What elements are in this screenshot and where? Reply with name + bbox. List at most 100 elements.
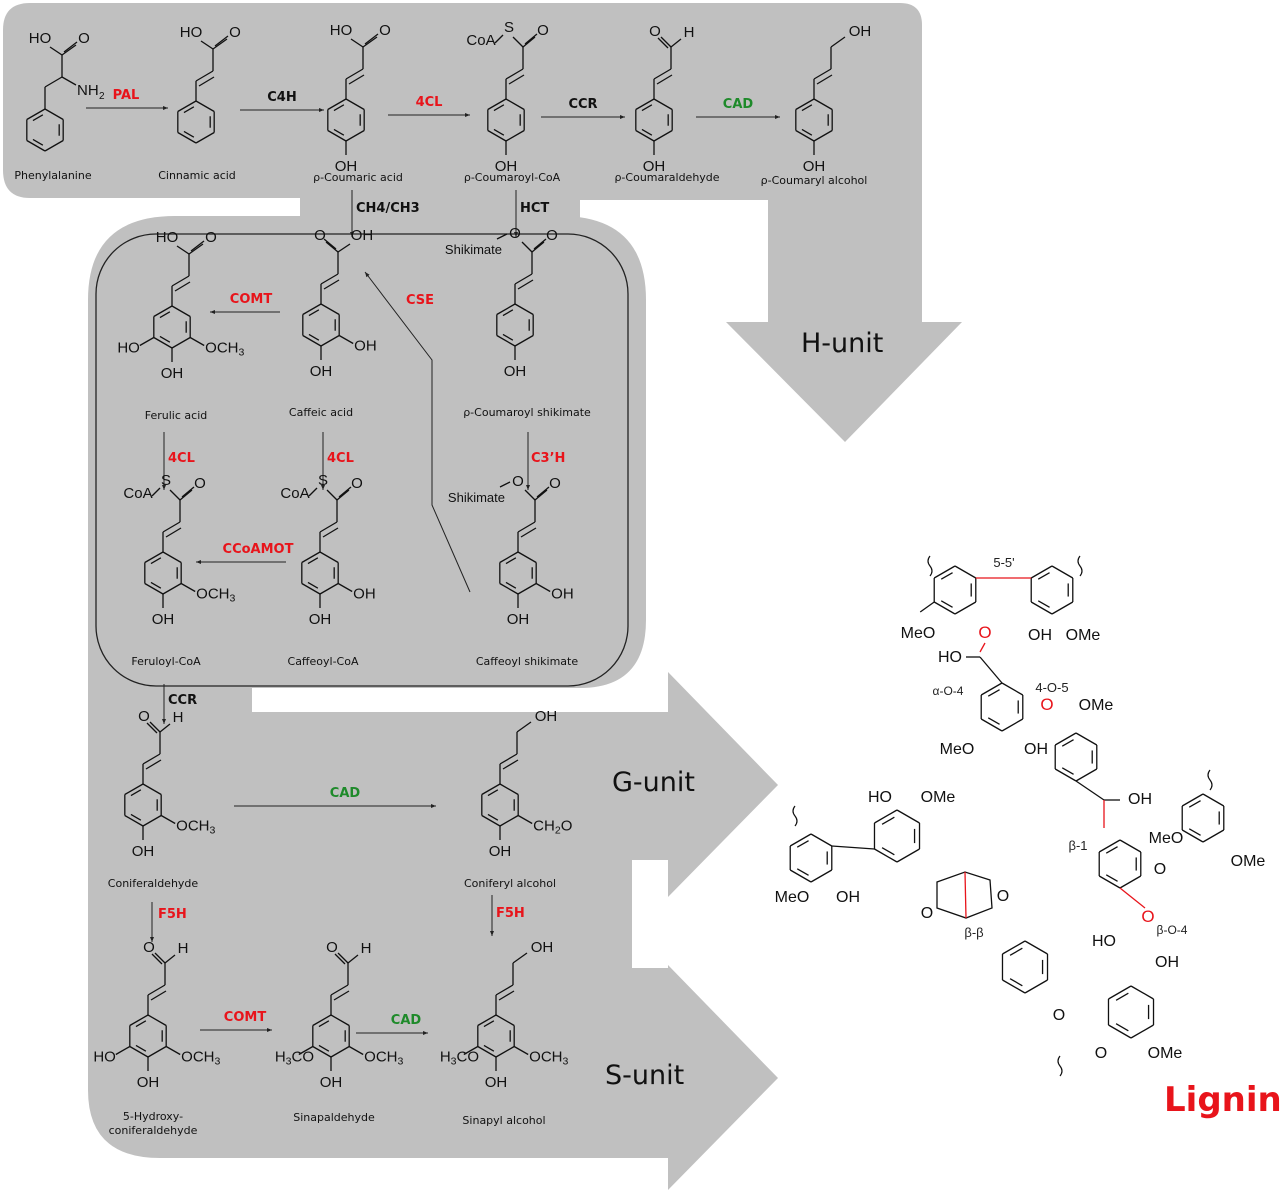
hydroxyl-label: OH bbox=[132, 843, 155, 860]
bond bbox=[135, 1020, 147, 1028]
bond bbox=[796, 868, 809, 876]
hydrogen-label: H bbox=[178, 940, 189, 957]
hydroxyl-label: HO bbox=[117, 340, 140, 357]
label-p-coumaraldehyde: ρ-Coumaraldehyde bbox=[614, 171, 720, 184]
bond bbox=[129, 1014, 149, 1027]
bond bbox=[813, 129, 833, 142]
bond bbox=[198, 76, 215, 87]
bond bbox=[524, 33, 538, 45]
hydroxyl-label: OH bbox=[803, 158, 826, 175]
oxygen-label: O bbox=[537, 22, 549, 39]
bond bbox=[495, 1014, 515, 1027]
bond bbox=[298, 1045, 314, 1056]
bond bbox=[147, 1045, 167, 1058]
hydroxyl-label: OH bbox=[504, 363, 527, 380]
benzene-ring bbox=[177, 100, 215, 144]
bond bbox=[115, 1045, 131, 1056]
sulfur-label: S bbox=[161, 472, 171, 489]
hydroxyl-label: OH bbox=[310, 363, 333, 380]
label-sinapyl-alcohol: Sinapyl alcohol bbox=[462, 1114, 546, 1127]
hydroxyl-label: OH bbox=[495, 158, 518, 175]
coa-label: CoA bbox=[280, 485, 309, 502]
oxygen-label: O bbox=[205, 229, 217, 246]
bond bbox=[514, 334, 534, 347]
bond-alpha-o-4 bbox=[979, 642, 986, 653]
label-coniferaldehyde: Coniferaldehyde bbox=[107, 877, 199, 890]
bond bbox=[801, 128, 813, 136]
h-unit-label: H-unit bbox=[801, 328, 884, 359]
ring-oxygen: O bbox=[921, 905, 933, 922]
bond bbox=[1051, 601, 1074, 615]
bond bbox=[933, 565, 956, 579]
label-caffeoyl-shikimate: Caffeoyl shikimate bbox=[475, 655, 579, 668]
enzyme-comt-ald: COMT bbox=[223, 1010, 267, 1025]
hydroxyl-label: HO bbox=[29, 30, 52, 47]
enzyme-hct: HCT bbox=[520, 201, 550, 216]
bond bbox=[1061, 767, 1074, 775]
bond bbox=[144, 551, 164, 564]
oxygen-label: O bbox=[326, 939, 338, 956]
bond bbox=[307, 581, 319, 589]
bond bbox=[61, 44, 77, 56]
bond bbox=[320, 303, 340, 316]
bond bbox=[327, 129, 347, 142]
bond bbox=[333, 128, 345, 136]
g-unit-label: G-unit bbox=[612, 767, 695, 798]
bond bbox=[195, 131, 215, 144]
bond bbox=[813, 98, 833, 111]
hydroxyl-label: OH bbox=[152, 611, 175, 628]
benzene-ring bbox=[477, 1014, 515, 1058]
ether-oxygen: O bbox=[1040, 695, 1053, 714]
bond bbox=[61, 76, 77, 86]
oxygen-label: O bbox=[78, 30, 90, 47]
bond bbox=[1075, 768, 1098, 782]
bond bbox=[49, 46, 63, 56]
bond bbox=[1009, 978, 1023, 987]
bond bbox=[535, 582, 551, 593]
benzene-ring bbox=[302, 303, 340, 347]
bond bbox=[801, 104, 813, 112]
methoxy-label: MeO bbox=[901, 625, 936, 642]
bond bbox=[26, 108, 46, 121]
bond bbox=[1024, 979, 1048, 994]
bond bbox=[517, 814, 533, 825]
side-chain bbox=[345, 47, 365, 99]
bond bbox=[319, 551, 339, 564]
bond bbox=[487, 813, 499, 821]
bond bbox=[795, 129, 815, 142]
enzyme-cse: CSE bbox=[405, 293, 435, 308]
hydroxyl-label: OH bbox=[531, 939, 554, 956]
bond bbox=[495, 984, 514, 996]
side-chain bbox=[514, 252, 534, 304]
bond bbox=[333, 990, 350, 1001]
hydroxyl-label: HO bbox=[868, 789, 892, 806]
bond bbox=[179, 489, 193, 501]
bond bbox=[512, 36, 524, 48]
hydroxyl-label: OH bbox=[849, 23, 872, 40]
bond bbox=[330, 984, 349, 996]
bond bbox=[302, 303, 322, 316]
label-p-coumaroyl-coa: ρ-Coumaroyl-CoA bbox=[463, 171, 561, 184]
bond bbox=[337, 952, 349, 964]
bond bbox=[496, 303, 516, 316]
enzyme-ccr-mid: CCR bbox=[168, 693, 198, 708]
bond bbox=[164, 954, 176, 964]
bond bbox=[320, 334, 340, 347]
bond bbox=[1202, 793, 1225, 807]
benzene-ring bbox=[312, 1014, 350, 1058]
enzyme-4cl-ferulic: 4CL bbox=[168, 451, 195, 466]
bond bbox=[496, 233, 508, 240]
bond bbox=[656, 74, 673, 85]
bond bbox=[516, 721, 532, 733]
linkage-beta-o-4: β-O-4 bbox=[1157, 923, 1188, 937]
bond bbox=[347, 954, 359, 964]
hydroxyl-label: HO bbox=[1092, 933, 1116, 950]
bond bbox=[159, 723, 171, 733]
oxygen-label: O bbox=[314, 227, 326, 244]
ch2o-label: CH2O bbox=[533, 818, 572, 837]
hydroxyl-label: HO bbox=[93, 1049, 116, 1066]
